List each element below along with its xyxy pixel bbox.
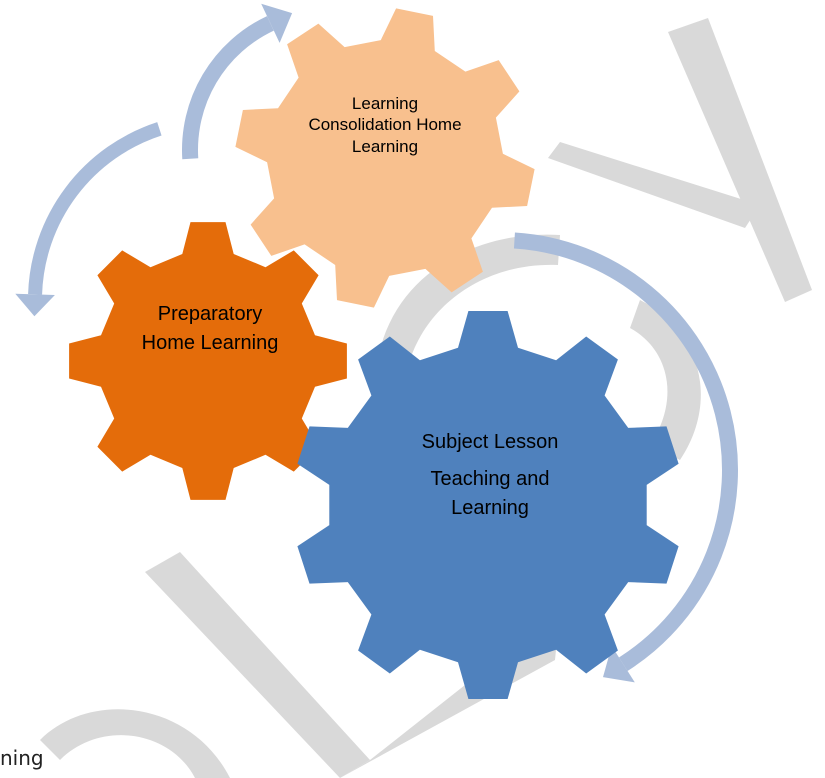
gear-subject-lesson [297,311,679,699]
subject-line-gap [385,457,595,465]
subject-line-2: Teaching and [430,468,550,490]
gear-consolidation [235,8,535,308]
arrow-to-preparatory-head [15,293,55,317]
consolidation-line-2: Consolidation Home [308,115,462,135]
subject-line-3: Learning [451,497,529,519]
arrow-to-consolidation-head [261,3,293,43]
consolidation-line-1: Learning [351,94,419,113]
watermark-y-arm [548,142,760,228]
cropped-text-fragment: ning [0,746,44,770]
arrow-to-subject-shaft [513,232,738,671]
preparatory-gear-label: Preparatory Home Learning [110,300,310,358]
arrow-to-preparatory-shaft [28,122,162,295]
preparatory-line-2: Home Learning [141,332,279,354]
preparatory-line-1: Preparatory [157,303,263,325]
watermark-v-left [145,552,370,778]
arrow-to-consolidation-shaft [182,16,274,160]
gear-preparatory [69,222,347,500]
consolidation-gear-label: Learning Consolidation Home Learning [270,93,500,157]
cycle-arrows [15,3,738,683]
subject-gear-label: Subject Lesson Teaching and Learning [385,428,595,523]
watermark-arc-bottom-left [40,709,230,778]
watermark-arc-middle [380,234,560,360]
watermark-y-stroke [668,18,812,302]
subject-line-1: Subject Lesson [421,431,559,453]
consolidation-line-3: Learning [351,136,419,156]
